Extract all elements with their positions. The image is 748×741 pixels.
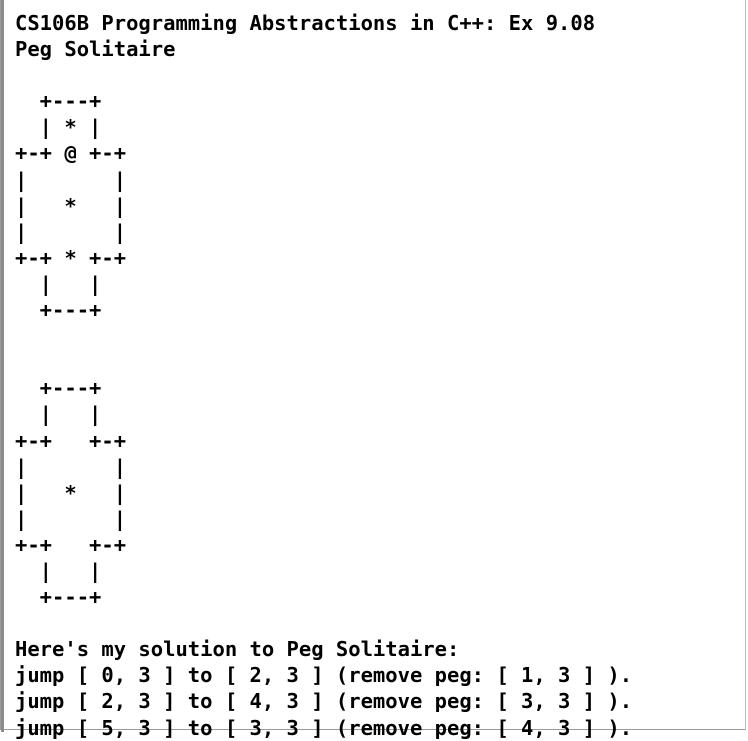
console-subtitle-line: Peg Solitaire [15,37,176,62]
board-1-row: | * | [15,193,127,218]
board-2-row: | | [15,454,127,479]
board-2-row: +-+ +-+ [15,532,127,557]
board-1-row: +-+ @ +-+ [15,141,127,166]
console-line [15,349,632,375]
board-1-row: | * | [15,115,102,140]
console-line [15,610,632,636]
console-line [15,323,632,349]
solution-move-line: jump [ 2, 3 ] to [ 4, 3 ] (remove peg: [… [15,689,633,714]
window-left-border [1,0,4,732]
board-1-row: | | [15,219,127,244]
board-2-row: | * | [15,480,127,505]
board-2-row: | | [15,558,102,583]
board-2-row: +---+ [15,376,102,401]
console-output: CS106B Programming Abstractions in C++: … [15,10,632,741]
solution-move-line: jump [ 5, 3 ] to [ 3, 3 ] (remove peg: [… [15,715,633,740]
board-2-row: +---+ [15,585,102,610]
console-line [15,62,632,88]
board-1-row: +---+ [15,89,102,114]
board-2-row: +-+ +-+ [15,428,127,453]
board-1-row: +---+ [15,298,102,323]
board-1-row: | | [15,271,102,296]
board-2-row: | | [15,506,127,531]
board-1-row: | | [15,167,127,192]
solution-move-line: jump [ 0, 3 ] to [ 2, 3 ] (remove peg: [… [15,663,633,688]
solution-heading: Here's my solution to Peg Solitaire: [15,637,460,662]
console-title-line: CS106B Programming Abstractions in C++: … [15,11,596,35]
board-1-row: +-+ * +-+ [15,245,127,270]
board-2-row: | | [15,402,102,427]
